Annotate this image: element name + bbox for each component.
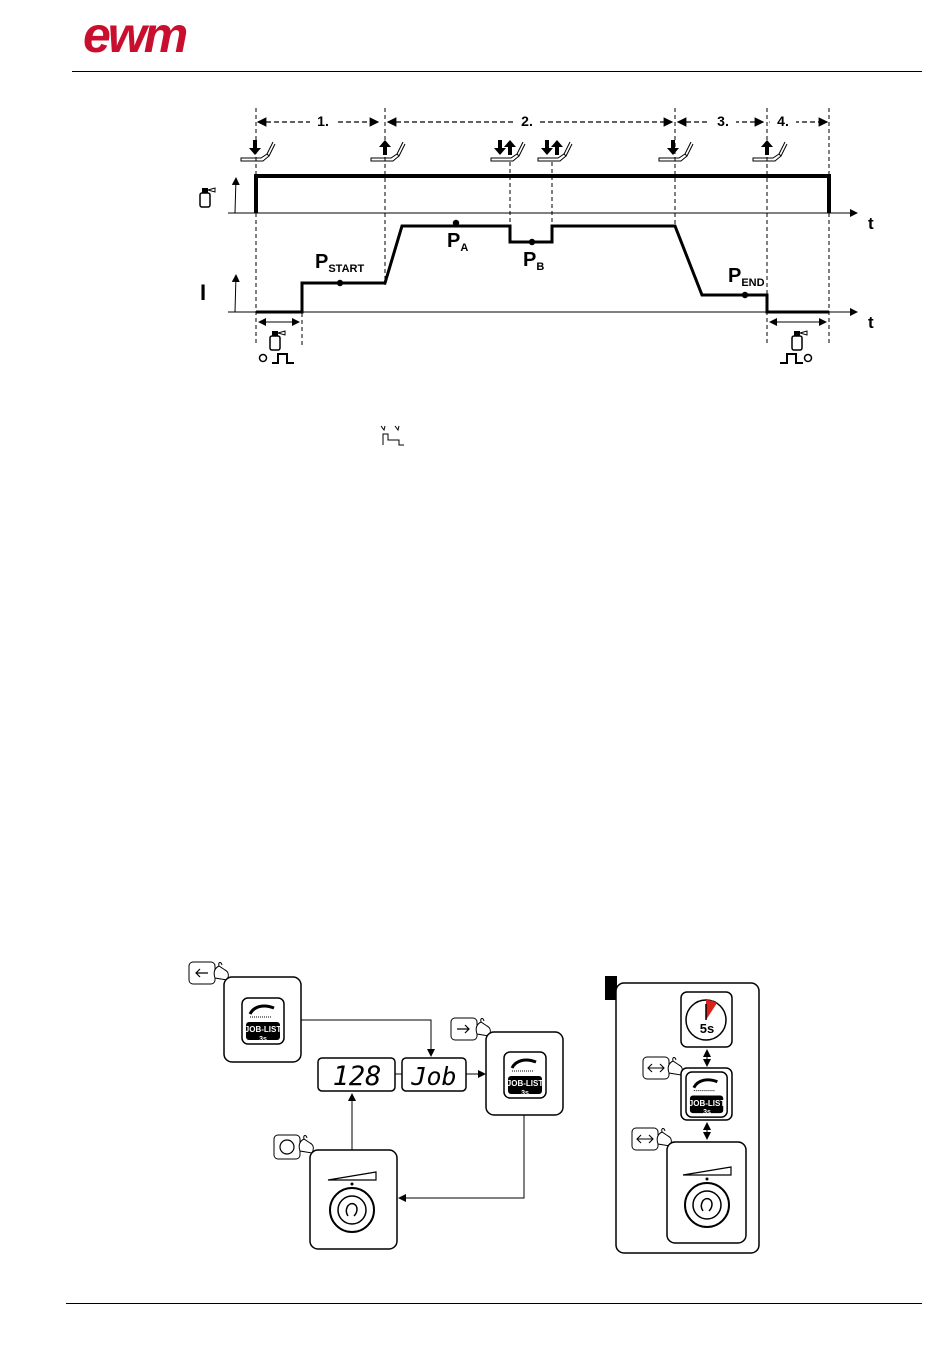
job-list-hold-label: 3s bbox=[521, 1090, 529, 1097]
back-button-icon[interactable] bbox=[189, 962, 228, 984]
forward-button-icon[interactable] bbox=[451, 1018, 490, 1040]
rotary-button-icon[interactable] bbox=[274, 1135, 313, 1159]
job-list-hold-label: 3s bbox=[259, 1036, 267, 1043]
timer-label: 5s bbox=[700, 1021, 714, 1036]
job-display-value: Job bbox=[410, 1062, 456, 1091]
flow-connector bbox=[399, 1115, 524, 1198]
job-list-label: JOB-LIST bbox=[689, 1099, 726, 1108]
flow-connector bbox=[301, 1020, 431, 1056]
job-list-label: JOB-LIST bbox=[507, 1079, 544, 1088]
job-list-hold-label: 3s bbox=[703, 1109, 711, 1116]
job-list-label: JOB-LIST bbox=[245, 1025, 282, 1034]
program-number-value: 128 bbox=[333, 1061, 382, 1092]
